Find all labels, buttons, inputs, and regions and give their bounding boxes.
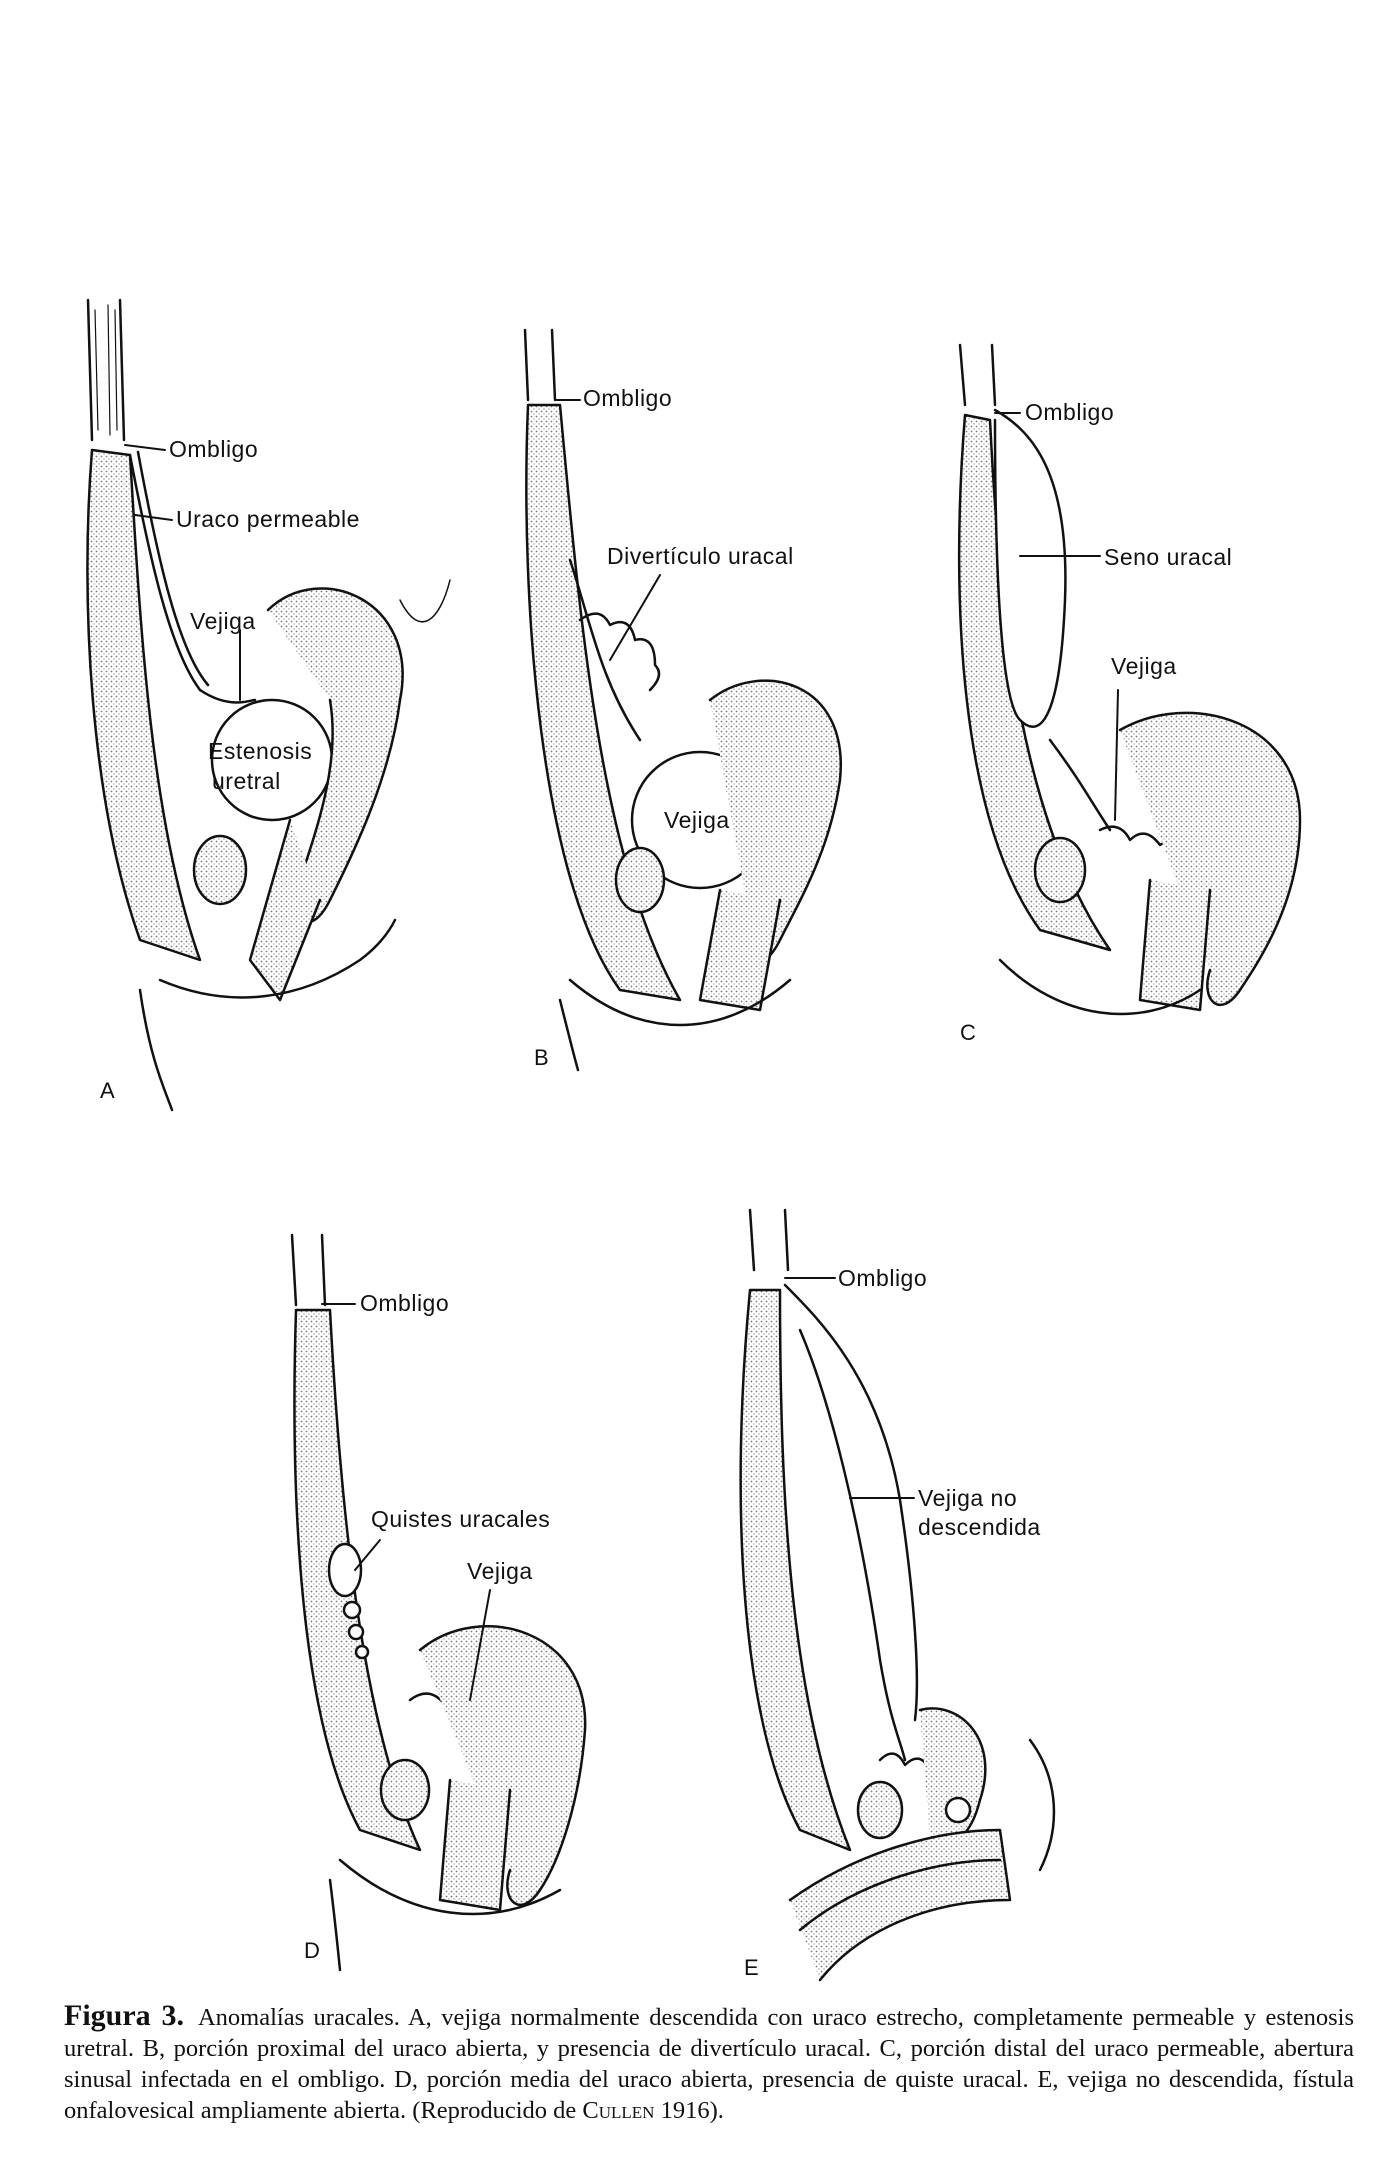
label-e-ombligo: Ombligo [838, 1265, 928, 1291]
panel-letter-a: A [100, 1078, 115, 1103]
label-d-vejiga: Vejiga [467, 1558, 533, 1584]
panel-letter-d: D [304, 1938, 320, 1963]
label-b-ombligo: Ombligo [583, 385, 673, 411]
label-d-quistes-uracales: Quistes uracales [371, 1506, 551, 1532]
panel-letter-c: C [960, 1020, 976, 1045]
label-a-vejiga: Vejiga [190, 608, 256, 634]
label-e-vejiga-no: Vejiga no [918, 1485, 1018, 1511]
caption-author: Cullen [582, 2097, 655, 2124]
label-leader-lines [124, 399, 1119, 1701]
label-c-ombligo: Ombligo [1025, 399, 1115, 425]
label-e-descendida: descendida [918, 1514, 1041, 1540]
panel-e-drawing [739, 1208, 1056, 1982]
label-a-uretral: uretral [212, 768, 281, 794]
figure-number: Figura 3. [64, 1999, 184, 2032]
panel-letter-b: B [534, 1045, 549, 1070]
panel-letter-e: E [744, 1955, 759, 1980]
panel-a-drawing [86, 298, 451, 1112]
label-c-seno-uracal: Seno uracal [1104, 544, 1233, 570]
caption-text: Anomalías uracales. A, vejiga normalment… [64, 2004, 1354, 2124]
label-a-estenosis: Estenosis [208, 738, 313, 764]
label-a-ombligo: Ombligo [169, 436, 259, 462]
caption-year: 1916). [654, 2097, 724, 2124]
label-b-vejiga: Vejiga [664, 807, 730, 833]
label-a-uraco-permeable: Uraco permeable [176, 506, 360, 532]
label-b-diverticulo-uracal: Divertículo uracal [607, 543, 794, 569]
label-d-ombligo: Ombligo [360, 1290, 450, 1316]
panel-b-drawing [523, 328, 843, 1072]
panel-c-drawing [957, 343, 1302, 1016]
figure-caption: Figura 3.Anomalías uracales. A, vejiga n… [64, 2000, 1354, 2126]
label-c-vejiga: Vejiga [1111, 653, 1177, 679]
panel-d-drawing [290, 1233, 587, 1972]
